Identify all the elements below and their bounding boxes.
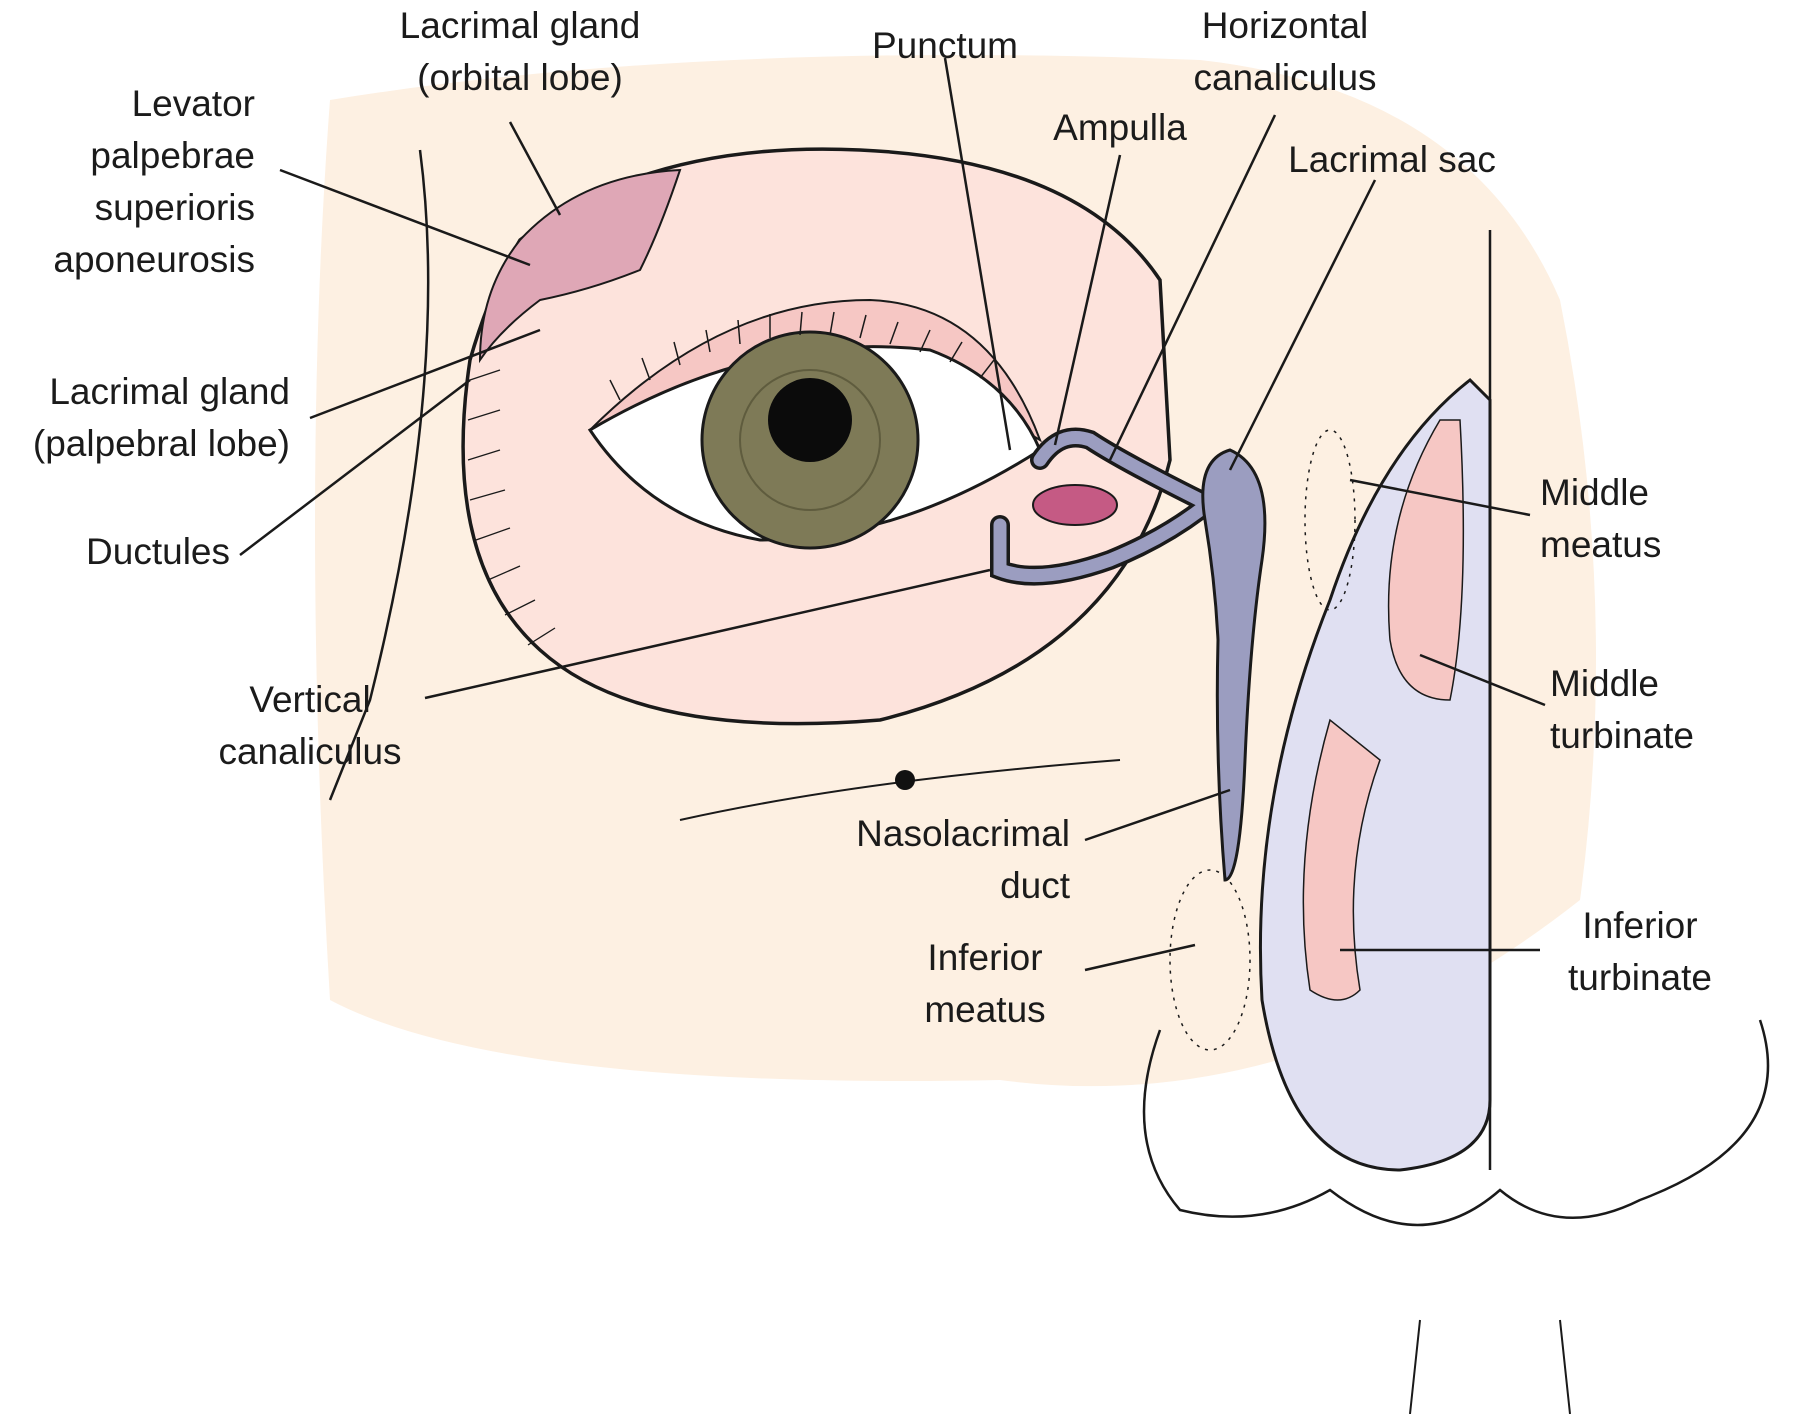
skin-mole xyxy=(895,770,915,790)
orbit-rim-hatching xyxy=(467,369,556,646)
leader-sac xyxy=(1228,179,1377,471)
label-horizontal-canaliculus: Horizontal canaliculus xyxy=(1193,5,1377,98)
label-levator: Levator palpebrae superioris aponeurosis xyxy=(53,83,255,280)
lacrimal-sac-shape xyxy=(1201,448,1267,882)
label-middle-turbinate: Middle turbinate xyxy=(1550,663,1694,756)
inferior-turbinate-shape xyxy=(1302,718,1381,1001)
inferior-meatus-stipple xyxy=(1169,869,1251,1051)
leader-nasolacrimal xyxy=(1084,788,1231,842)
label-ductules: Ductules xyxy=(86,531,230,572)
leader-punctum xyxy=(943,57,1012,451)
face-contour xyxy=(328,149,430,801)
label-inferior-meatus: Inferior meatus xyxy=(924,937,1046,1030)
label-lacrimal-sac: Lacrimal sac xyxy=(1288,139,1496,180)
middle-meatus-stipple xyxy=(1304,429,1356,611)
leader-gland-orbital xyxy=(508,121,562,216)
leader-ductules xyxy=(239,379,471,556)
leader-ampulla xyxy=(1053,154,1122,446)
label-lacrimal-gland-orbital: Lacrimal gland (orbital lobe) xyxy=(399,5,641,98)
label-middle-meatus: Middle meatus xyxy=(1540,472,1662,565)
leader-middle-meatus xyxy=(1349,478,1531,517)
label-inferior-turbinate: Inferior turbinate xyxy=(1568,905,1712,998)
label-lacrimal-gland-palpebral: Lacrimal gland (palpebral lobe) xyxy=(32,371,290,464)
leader-inferior-meatus xyxy=(1084,943,1196,972)
leader-horizontal xyxy=(1108,114,1277,461)
leader-lines xyxy=(239,57,1546,972)
cheek-contour xyxy=(679,759,1121,821)
leader-palpebral xyxy=(309,328,541,420)
label-ampulla: Ampulla xyxy=(1053,107,1187,148)
label-punctum: Punctum xyxy=(871,25,1018,66)
leader-middle-turbinate xyxy=(1419,653,1546,707)
nose-columella xyxy=(1409,1319,1571,1414)
lacrimal-gland-orbital-lobe xyxy=(478,168,682,364)
nose-outline xyxy=(1142,1019,1770,1227)
caruncle-shape xyxy=(1032,484,1118,526)
middle-turbinate-shape xyxy=(1387,419,1465,701)
label-vertical-canaliculus: Vertical canaliculus xyxy=(218,679,402,772)
label-nasolacrimal-duct: Nasolacrimal duct xyxy=(856,813,1070,906)
eyelashes xyxy=(609,311,995,401)
leader-levator xyxy=(279,168,531,267)
iris-inner xyxy=(739,369,881,511)
pupil-shape xyxy=(768,378,852,462)
leader-vertical xyxy=(424,568,991,700)
